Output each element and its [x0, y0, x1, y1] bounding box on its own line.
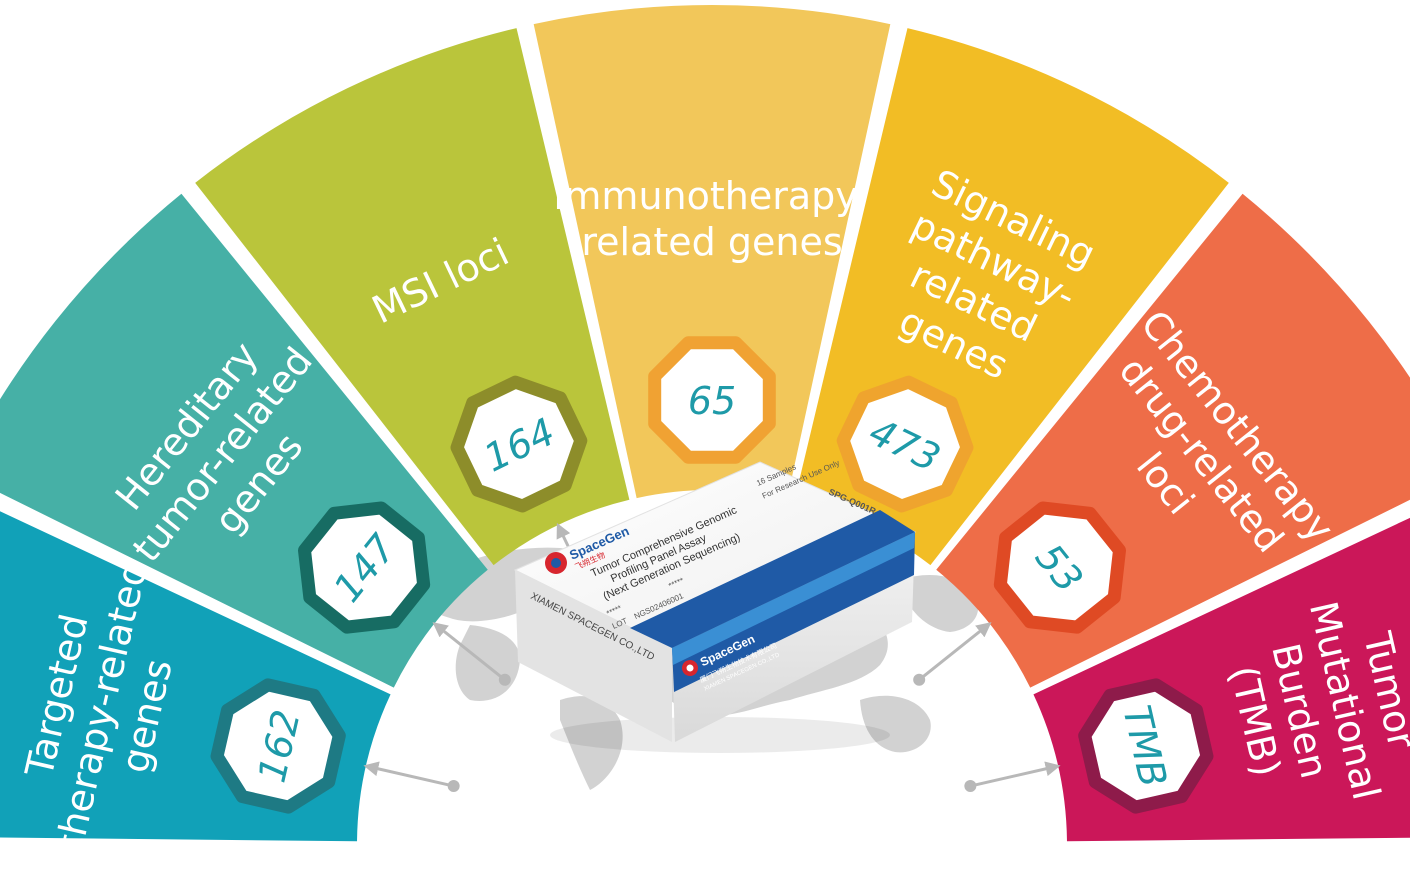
box-front-light-band — [672, 532, 915, 665]
connector-arrow — [970, 761, 1061, 788]
value-badge-7: TMB — [1078, 678, 1214, 814]
value-badge-2: 147 — [298, 501, 431, 634]
connector-dot — [447, 780, 460, 793]
badge-octagon — [298, 501, 431, 634]
badge-octagon — [1078, 678, 1214, 814]
box-shadow — [550, 717, 890, 753]
connector-arrow — [432, 622, 506, 681]
badge-octagon — [450, 375, 588, 513]
badge-octagon — [210, 678, 346, 814]
box-left-face — [515, 570, 672, 742]
segment-4 — [533, 4, 891, 499]
badge-octagon — [993, 501, 1126, 634]
segments-ring: Targetedtherapy-relatedgenesHereditarytu… — [0, 4, 1410, 855]
segment-label-line: Immunotherapy- — [553, 174, 871, 218]
badge-octagon — [836, 375, 974, 513]
connector-dot — [964, 780, 977, 793]
connector-arrow — [363, 761, 454, 788]
value-badge-6: 53 — [993, 501, 1126, 634]
value-badge-3: 164 — [450, 375, 588, 513]
value-badge-1: 162 — [210, 678, 346, 814]
segment-label-4: Immunotherapy-related genes — [553, 174, 871, 264]
value-badge-4: 65 — [648, 336, 776, 464]
badge-octagon — [648, 336, 776, 464]
box-top-blue-band — [630, 510, 915, 648]
segment-label-line: related genes — [581, 220, 842, 264]
connector-arrow — [918, 622, 992, 681]
connector-dot — [498, 673, 511, 686]
value-badge-5: 473 — [836, 375, 974, 513]
badge-value: 65 — [688, 379, 736, 423]
connector-dot — [913, 673, 926, 686]
